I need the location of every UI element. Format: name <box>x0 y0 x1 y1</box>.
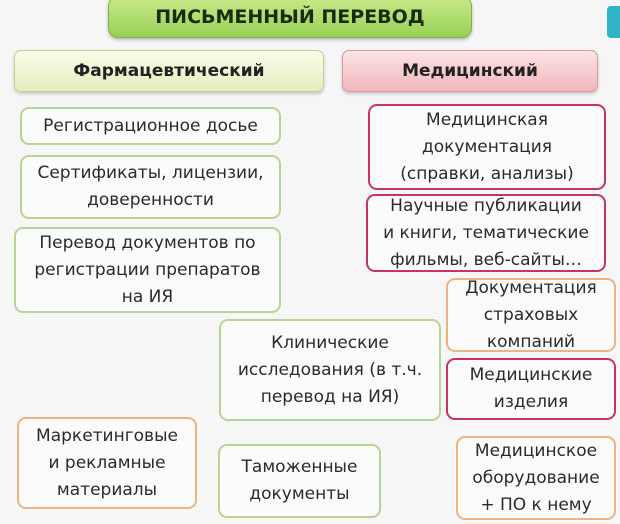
box-line: Перевод документов по <box>39 232 256 253</box>
box-line: изделия <box>493 392 569 412</box>
box-medical-devices-text: Медицинские изделия <box>470 362 593 416</box>
box-line: Таможенные <box>241 457 358 477</box>
box-line: компаний <box>486 331 576 352</box>
box-line: Научные публикации <box>390 195 582 216</box>
box-medical-documentation: Медицинская документация (справки, анали… <box>368 104 606 190</box>
box-line: регистрации препаратов <box>34 259 261 280</box>
box-line: документация <box>421 136 553 157</box>
box-line: (справки, анализы) <box>400 163 574 184</box>
box-line: Маркетинговые <box>36 425 178 446</box>
box-marketing-materials-text: Маркетинговые и рекламные материалы <box>36 423 178 504</box>
box-line: оборудование <box>472 467 600 488</box>
box-medical-equipment: Медицинское оборудование + ПО к нему <box>456 436 616 520</box>
box-scientific-publications: Научные публикации и книги, тематические… <box>366 194 606 272</box>
pharmaceutical-header: Фармацевтический <box>14 50 324 92</box>
box-registration-dossier: Регистрационное досье <box>20 107 281 145</box>
box-line: Медицинское <box>474 440 598 461</box>
box-certificates-text: Сертификаты, лицензии, доверенности <box>37 160 263 214</box>
box-line: Документация <box>465 277 597 298</box>
box-registration-dossier-text: Регистрационное досье <box>43 115 258 136</box>
box-customs-documents-text: Таможенные документы <box>242 454 358 508</box>
box-line: + ПО к нему <box>480 494 592 515</box>
box-line: Медицинские <box>469 365 593 385</box>
box-scientific-publications-text: Научные публикации и книги, тематические… <box>383 193 589 274</box>
box-line: на ИЯ <box>121 286 174 307</box>
pharmaceutical-header-text: Фармацевтический <box>73 60 265 81</box>
diagram-title-text: ПИСЬМЕННЫЙ ПЕРЕВОД <box>155 5 425 28</box>
box-insurance-documentation: Документация страховых компаний <box>446 278 616 352</box>
box-line: Сертификаты, лицензии, <box>37 163 264 183</box>
box-line: доверенности <box>87 190 214 210</box>
box-line: и книги, тематические <box>383 222 589 243</box>
medical-header-text: Медицинский <box>402 60 538 81</box>
box-customs-documents: Таможенные документы <box>218 444 381 518</box>
box-drug-registration-text: Перевод документов по регистрации препар… <box>34 230 260 311</box>
box-clinical-trials-text: Клинические исследования (в т.ч. перевод… <box>238 330 422 411</box>
box-drug-registration: Перевод документов по регистрации препар… <box>14 227 281 313</box>
box-line: документы <box>249 484 350 504</box>
box-medical-equipment-text: Медицинское оборудование + ПО к нему <box>472 438 599 519</box>
box-line: исследования (в т.ч. <box>237 359 423 380</box>
box-line: страховых <box>483 304 579 325</box>
box-line: Клинические <box>271 332 389 353</box>
box-medical-documentation-text: Медицинская документация (справки, анали… <box>400 107 573 188</box>
box-line: Медицинская <box>426 109 548 130</box>
box-marketing-materials: Маркетинговые и рекламные материалы <box>17 417 197 509</box>
box-insurance-documentation-text: Документация страховых компаний <box>465 275 597 356</box>
box-medical-devices: Медицинские изделия <box>446 358 616 420</box>
box-line: перевод на ИЯ) <box>260 386 400 407</box>
box-certificates: Сертификаты, лицензии, доверенности <box>20 155 281 219</box>
edge-tab <box>607 6 620 38</box>
box-line: фильмы, веб-сайты… <box>390 249 582 270</box>
box-line: и рекламные <box>48 452 166 473</box>
diagram-title: ПИСЬМЕННЫЙ ПЕРЕВОД <box>108 0 472 38</box>
medical-header: Медицинский <box>342 50 598 92</box>
box-line: материалы <box>56 479 158 500</box>
box-clinical-trials: Клинические исследования (в т.ч. перевод… <box>219 319 441 421</box>
